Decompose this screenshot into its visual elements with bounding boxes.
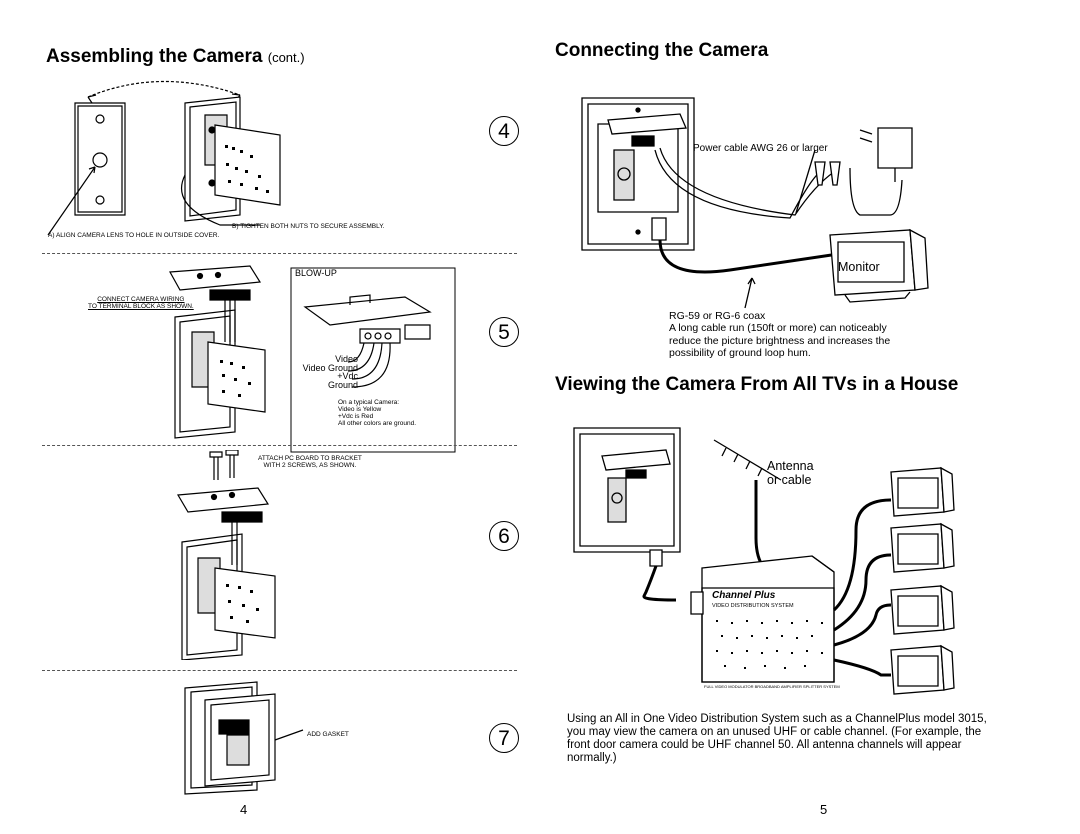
connect-diagram bbox=[560, 90, 930, 310]
channel-plus-logo: Channel Plus bbox=[712, 590, 776, 601]
step4-note-a: A) ALIGN CAMERA LENS TO HOLE IN OUTSIDE … bbox=[48, 232, 220, 239]
camera-color-note: On a typical Camera: Video is Yellow +Vd… bbox=[338, 399, 416, 427]
antenna-label-line: or cable bbox=[767, 473, 812, 487]
step-number-6: 6 bbox=[489, 521, 519, 551]
distribution-diagram bbox=[566, 420, 966, 700]
wire-label-video-ground: Video Ground bbox=[302, 362, 358, 373]
coax-note: A long cable run (150ft or more) can not… bbox=[669, 322, 891, 359]
coax-title: RG-59 or RG-6 coax bbox=[669, 310, 766, 322]
page-number-left: 4 bbox=[240, 802, 248, 817]
distribution-paragraph: Using an All in One Video Distribution S… bbox=[567, 713, 987, 764]
blowup-title: BLOW-UP bbox=[295, 268, 337, 278]
device-footer-text: FULL VIDEO MODULATOR BROADBAND AMPLIFIER… bbox=[704, 684, 840, 689]
monitor-label: Monitor bbox=[838, 260, 880, 274]
camera-note-line: Video is Yellow bbox=[338, 406, 382, 413]
antenna-label-line: Antenna bbox=[767, 459, 814, 473]
connect-title: Connecting the Camera bbox=[555, 40, 769, 61]
camera-note-line: On a typical Camera: bbox=[338, 399, 400, 406]
step6-note: ATTACH PC BOARD TO BRACKET WITH 2 SCREWS… bbox=[258, 455, 362, 469]
divider bbox=[42, 670, 517, 671]
step6-note-line: ATTACH PC BOARD TO BRACKET bbox=[258, 455, 362, 462]
blowup-frame bbox=[290, 267, 456, 453]
camera-note-line: All other colors are ground. bbox=[338, 420, 417, 427]
wire-label-ground: Ground bbox=[327, 379, 358, 390]
step-number-7: 7 bbox=[489, 723, 519, 753]
step5-assembly-illustration bbox=[160, 262, 280, 442]
camera-note-line: +Vdc is Red bbox=[338, 413, 374, 420]
page-number-right: 5 bbox=[820, 802, 828, 817]
step6-note-line: WITH 2 SCREWS, AS SHOWN. bbox=[263, 462, 357, 469]
wire-label-video: Video bbox=[335, 354, 358, 364]
step-number-5: 5 bbox=[489, 317, 519, 347]
step6-illustration bbox=[170, 450, 290, 660]
channel-plus-subtitle: VIDEO DISTRIBUTION SYSTEM bbox=[712, 603, 794, 609]
step7-note: ADD GASKET bbox=[307, 731, 349, 738]
step-number-4: 4 bbox=[489, 116, 519, 146]
step4-note-b: B) TIGHTEN BOTH NUTS TO SECURE ASSEMBLY. bbox=[232, 223, 385, 230]
divider bbox=[42, 253, 517, 254]
left-page-title: Assembling the Camera (cont.) bbox=[46, 46, 305, 68]
step4-illustration bbox=[40, 75, 400, 245]
step7-illustration bbox=[175, 680, 315, 795]
divider bbox=[42, 445, 517, 446]
wire-label-vdc: +Vdc bbox=[337, 371, 358, 381]
step5-connect-note: CONNECT CAMERA WIRING TO TERMINAL BLOCK … bbox=[88, 296, 194, 310]
connect-line-1: CONNECT CAMERA WIRING bbox=[97, 296, 185, 303]
wire-labels: Video Video Ground +Vdc Ground bbox=[300, 355, 358, 389]
title-suffix: (cont.) bbox=[267, 50, 305, 65]
antenna-label: Antenna or cable bbox=[767, 459, 814, 487]
viewing-title: Viewing the Camera From All TVs in a Hou… bbox=[555, 374, 959, 395]
power-cable-label: Power cable AWG 26 or larger bbox=[693, 143, 828, 154]
title-text: Assembling the Camera bbox=[46, 46, 263, 67]
connect-line-2: TO TERMINAL BLOCK AS SHOWN. bbox=[88, 303, 194, 310]
